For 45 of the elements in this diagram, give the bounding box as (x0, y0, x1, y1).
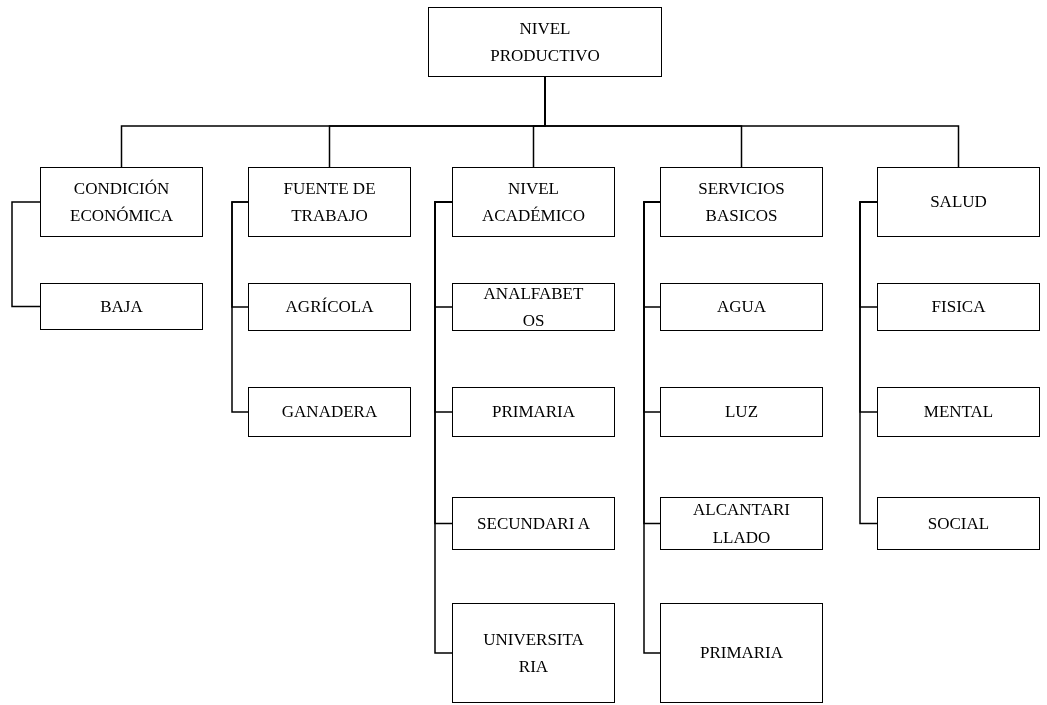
category-box (877, 167, 1040, 237)
category-box (877, 283, 1040, 331)
box-label: ALCANTARI LLADO (692, 499, 791, 549)
box-label: FUENTE DE TRABAJO (282, 177, 377, 227)
category-box (877, 497, 1040, 550)
category-box (877, 387, 1040, 437)
box-label: FISICA (931, 296, 986, 319)
category-box (452, 387, 615, 437)
category-box (248, 283, 411, 331)
box-label: GANADERA (281, 401, 378, 424)
box-label: UNIVERSITA RIA (482, 628, 585, 678)
root-box (428, 7, 662, 77)
connector-line (859, 201, 878, 525)
category-box (660, 283, 823, 331)
box-label: SECUNDARI A (477, 512, 590, 535)
box-label: AGRÍCOLA (285, 296, 374, 319)
box-label: MENTAL (923, 401, 994, 424)
connector-line (643, 201, 661, 654)
box-label: AGUA (716, 296, 767, 319)
box-label: NIVEL PRODUCTIVO (489, 17, 601, 67)
box-label: LUZ (724, 401, 758, 424)
category-box (452, 603, 615, 703)
box-label: CONDICIÓN ECONÓMICA (69, 177, 174, 227)
category-box (660, 387, 823, 437)
category-box (452, 283, 615, 331)
category-box (452, 167, 615, 237)
box-label: SALUD (930, 191, 987, 214)
category-box (660, 167, 823, 237)
box-label: NIVEL ACADÉMICO (481, 177, 586, 227)
category-box (452, 497, 615, 550)
category-box (40, 283, 203, 330)
box-label: SERVICIOS BASICOS (697, 177, 786, 227)
connector-line (434, 201, 453, 654)
box-label: BAJA (100, 295, 143, 318)
box-label: PRIMARIA (491, 401, 576, 424)
category-box (248, 167, 411, 237)
category-box (248, 387, 411, 437)
category-box (660, 497, 823, 550)
category-box (40, 167, 203, 237)
category-box (660, 603, 823, 703)
box-label: SOCIAL (927, 512, 990, 535)
connector-line (231, 201, 249, 413)
box-label: ANALFABET OS (482, 282, 585, 332)
box-label: PRIMARIA (699, 642, 784, 665)
connector-line (11, 201, 41, 308)
